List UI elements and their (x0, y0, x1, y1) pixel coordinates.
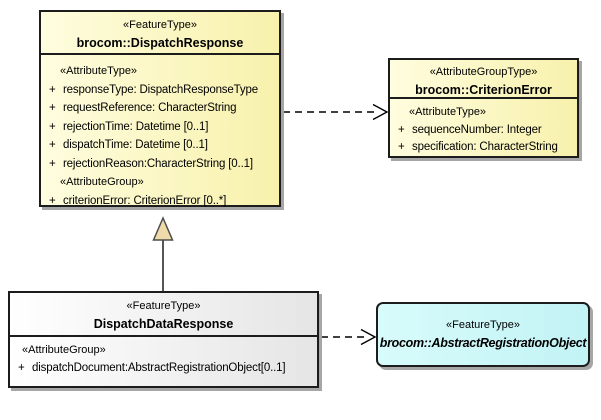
open-arrowhead-icon (372, 103, 389, 121)
dependency-dispatchresponse-to-criterionerror[interactable] (283, 103, 389, 121)
attribute-row: + specification: CharacterString (390, 139, 577, 157)
stereotype-label: «FeatureType» (123, 19, 197, 31)
attribute-text: criterionError: CriterionError [0..*] (63, 194, 227, 207)
attribute-text: requestReference: CharacterString (63, 102, 237, 114)
attribute-row: + criterionError: CriterionError [0..*] (41, 192, 279, 211)
attributes-compartment: «AttributeType» + responseType: Dispatch… (41, 55, 279, 210)
attribute-text: dispatchDocument:AbstractRegistrationObj… (32, 361, 286, 374)
attribute-text: rejectionReason:CharacterString [0..1] (63, 157, 253, 170)
class-name: DispatchDataResponse (93, 317, 234, 331)
attribute-text: sequenceNumber: Integer (412, 123, 542, 136)
attribute-text: dispatchTime: Datetime [0..1] (63, 139, 208, 151)
attribute-text: specification: CharacterString (412, 141, 558, 153)
attribute-row: + dispatchTime: Datetime [0..1] (41, 136, 279, 155)
visibility-marker: + (398, 141, 405, 153)
visibility-marker: + (49, 83, 56, 96)
section-label: «AttributeGroup» (22, 344, 106, 356)
class-header: «FeatureType» DispatchDataResponse (10, 293, 317, 337)
section-label: «AttributeGroup» (60, 176, 144, 188)
attribute-row: + responseType: DispatchResponseType (41, 81, 279, 100)
visibility-marker: + (49, 139, 56, 151)
class-name: brocom::CriterionError (415, 83, 552, 97)
attribute-row: + requestReference: CharacterString (41, 99, 279, 118)
dependency-dispatchdataresponse-to-abstractregistrationobject[interactable] (321, 328, 377, 346)
visibility-marker: + (18, 361, 25, 374)
open-arrowhead-icon (360, 328, 377, 346)
visibility-marker: + (49, 194, 56, 207)
attribute-row: + rejectionTime: Datetime [0..1] (41, 118, 279, 137)
class-header: «FeatureType» brocom::AbstractRegistrati… (378, 304, 588, 365)
hollow-triangle-arrowhead-icon (152, 216, 174, 241)
class-header: «AttributeGroupType» brocom::CriterionEr… (390, 60, 577, 99)
class-box-dispatch-data-response[interactable]: «FeatureType» DispatchDataResponse «Attr… (8, 291, 319, 388)
stereotype-label: «FeatureType» (126, 300, 201, 312)
attribute-row: + sequenceNumber: Integer (390, 122, 577, 140)
visibility-marker: + (49, 102, 56, 114)
stereotype-label: «FeatureType» (446, 319, 520, 331)
class-box-criterion-error[interactable]: «AttributeGroupType» brocom::CriterionEr… (388, 58, 579, 158)
section-label: «AttributeType» (409, 106, 487, 118)
visibility-marker: + (398, 123, 405, 136)
attributes-compartment: «AttributeType» + sequenceNumber: Intege… (390, 99, 577, 157)
attributes-compartment: «AttributeGroup» + dispatchDocument:Abst… (10, 337, 317, 377)
class-name: brocom::AbstractRegistrationObject (379, 336, 587, 350)
class-header: «FeatureType» brocom::DispatchResponse (41, 12, 279, 55)
attribute-text: rejectionTime: Datetime [0..1] (63, 120, 209, 133)
attribute-text: responseType: DispatchResponseType (63, 83, 258, 96)
section-label: «AttributeType» (60, 65, 138, 77)
class-box-dispatch-response[interactable]: «FeatureType» brocom::DispatchResponse «… (39, 10, 281, 207)
class-name: brocom::DispatchResponse (76, 36, 244, 50)
attribute-row: + dispatchDocument:AbstractRegistrationO… (10, 360, 317, 378)
stereotype-label: «AttributeGroupType» (429, 66, 538, 78)
visibility-marker: + (49, 120, 56, 133)
generalization-dispatchdataresponse-to-dispatchresponse[interactable] (152, 216, 174, 291)
attribute-row: + rejectionReason:CharacterString [0..1] (41, 155, 279, 174)
class-box-abstract-registration-object[interactable]: «FeatureType» brocom::AbstractRegistrati… (376, 302, 590, 367)
visibility-marker: + (49, 157, 56, 170)
